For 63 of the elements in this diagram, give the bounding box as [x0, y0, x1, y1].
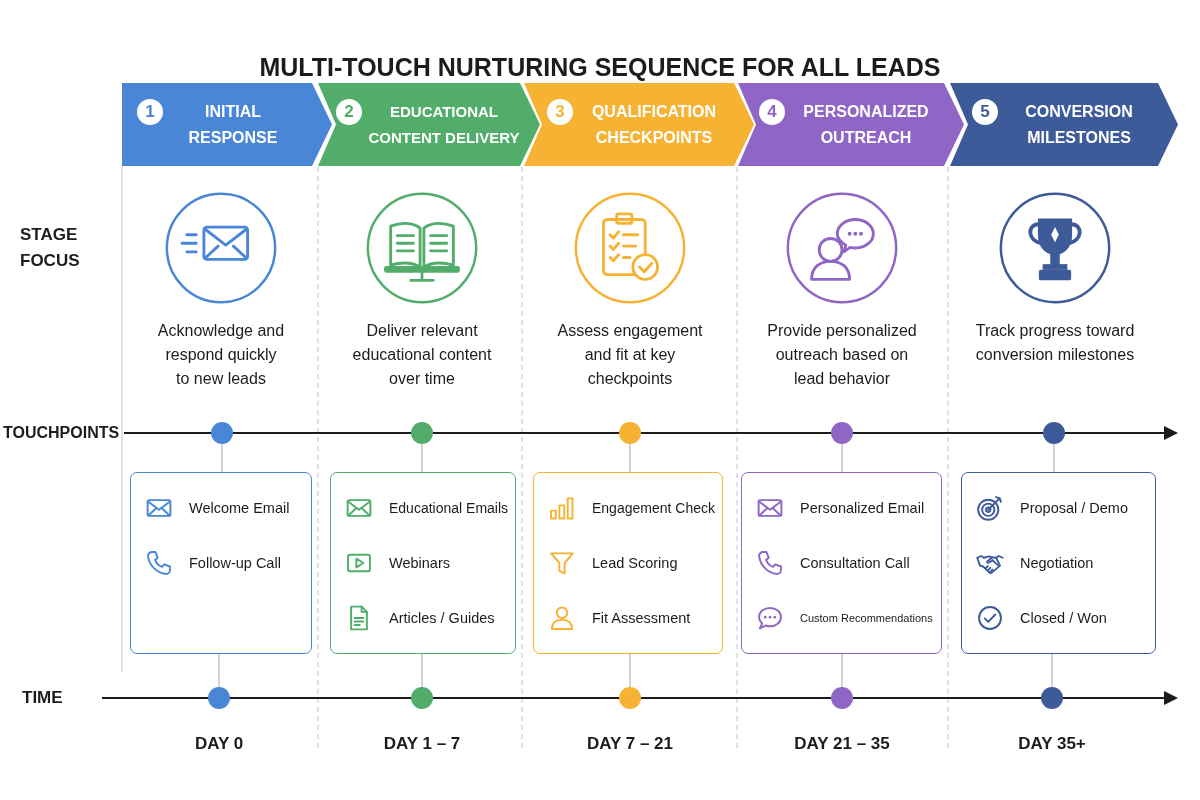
touchpoint-card: [130, 472, 312, 654]
stage-banner: [950, 83, 1178, 166]
stage-description: Assess engagement and fit at key checkpoints: [556, 321, 704, 389]
day-label: DAY 0: [194, 733, 244, 755]
day-label: DAY 1 – 7: [383, 733, 461, 755]
timeline-dot: [208, 687, 230, 709]
stage-description: Acknowledge and respond quickly to new leads: [157, 321, 285, 389]
stage-title: EDUCATIONAL CONTENT DELIVERY: [368, 101, 520, 148]
touchpoint-card: [330, 472, 516, 654]
connector-line: [629, 653, 631, 688]
timeline-dot: [1043, 422, 1065, 444]
row-label: TIME: [22, 687, 63, 709]
touchpoint-label: Proposal / Demo: [1020, 499, 1128, 518]
row-label: STAGE FOCUS: [20, 224, 81, 272]
touchpoint-label: Engagement Check: [592, 499, 715, 518]
touchpoint-label: Custom Recommendations: [800, 611, 933, 626]
touchpoint-label: Consultation Call: [800, 554, 910, 573]
stage-title: QUALIFICATION CHECKPOINTS: [590, 101, 718, 148]
stage-description: Deliver relevant educational content over time: [351, 321, 493, 389]
timeline-dot: [411, 687, 433, 709]
timeline-dot: [1041, 687, 1063, 709]
touchpoint-card: [533, 472, 723, 654]
stage-description: Track progress toward conversion milestones: [974, 321, 1136, 365]
connector-line: [1053, 443, 1055, 473]
connector-line: [841, 653, 843, 688]
touchpoint-card: [961, 472, 1156, 654]
timeline-dot: [619, 687, 641, 709]
touchpoint-label: Educational Emails: [389, 499, 509, 518]
timeline-dot: [619, 422, 641, 444]
connector-line: [1051, 653, 1053, 688]
day-label: DAY 7 – 21: [587, 733, 673, 755]
touchpoint-label: Fit Assessment: [592, 609, 691, 628]
touchpoint-label: Lead Scoring: [592, 554, 678, 573]
diagram-title: MULTI-TOUCH NURTURING SEQUENCE FOR ALL LEADS: [259, 52, 941, 82]
stage-description: Provide personalized outreach based on lead behavior: [766, 321, 918, 389]
timeline-dot: [411, 422, 433, 444]
row-label: TOUCHPOINTS: [3, 423, 120, 443]
touchpoint-label: Negotiation: [1020, 554, 1094, 573]
timeline-dot: [831, 422, 853, 444]
connector-line: [221, 443, 223, 473]
stage-banner: [122, 83, 332, 166]
connector-line: [218, 653, 220, 688]
connector-line: [421, 443, 423, 473]
touchpoint-label: Webinars: [389, 554, 450, 573]
stage-title: INITIAL RESPONSE: [187, 101, 279, 148]
stage-title: CONVERSION MILESTONES: [1024, 101, 1134, 148]
timeline-dot: [211, 422, 233, 444]
day-label: DAY 21 – 35: [794, 733, 890, 755]
stage-title: PERSONALIZED OUTREACH: [802, 101, 930, 148]
touchpoint-label: Welcome Email: [189, 499, 290, 518]
connector-line: [421, 653, 423, 688]
stage-banner: [524, 83, 754, 166]
timeline-dot: [831, 687, 853, 709]
touchpoint-label: Personalized Email: [800, 499, 925, 518]
connector-line: [841, 443, 843, 473]
touchpoint-label: Follow-up Call: [189, 554, 281, 573]
touchpoint-label: Closed / Won: [1020, 609, 1107, 628]
stage-banner: [318, 83, 540, 166]
touchpoint-card: [741, 472, 942, 654]
stage-banner: [738, 83, 964, 166]
connector-line: [629, 443, 631, 473]
touchpoint-label: Articles / Guides: [389, 609, 495, 628]
day-label: DAY 35+: [1018, 733, 1086, 755]
